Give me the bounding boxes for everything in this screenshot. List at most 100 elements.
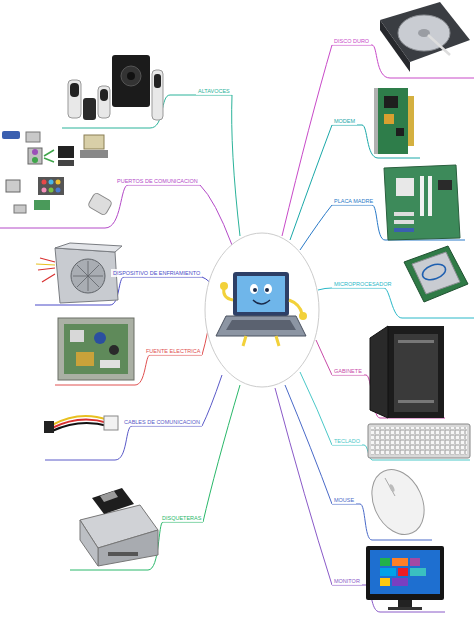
mouse-illustration (362, 461, 434, 543)
branch-lines-part (200, 185, 232, 245)
label-text: PUERTOS DE COMUNICACION (117, 178, 198, 184)
laptop-mascot (216, 272, 307, 346)
ports-illustration-part (34, 200, 50, 210)
keyboard-illustration-part (371, 427, 467, 455)
motherboard-illustration (384, 165, 460, 240)
ports-illustration-part (87, 192, 112, 216)
laptop-mascot-part (264, 284, 272, 294)
modem-card-illustration-part (374, 88, 378, 154)
branch-label: TECLADO (332, 437, 362, 445)
branch-lines-part (290, 125, 332, 240)
label-text: MOUSE (334, 497, 354, 503)
speakers-illustration-part (70, 83, 79, 97)
label-text: TECLADO (334, 438, 360, 444)
label-text: ALTAVOCES (198, 88, 230, 94)
speakers-illustration-part (83, 98, 96, 120)
speakers-illustration-part (154, 74, 161, 88)
branch-label: FUENTE ELECTRICA (144, 347, 202, 355)
floppy-drive-illustration-part (98, 530, 158, 566)
branch-lines-part (285, 385, 332, 504)
branch-label: DISQUETERAS (160, 514, 203, 522)
cabinet-illustration-part (370, 326, 388, 418)
speakers-illustration-part (98, 86, 110, 118)
laptop-mascot-part (216, 316, 306, 336)
monitor-illustration-part (392, 578, 408, 586)
motherboard-illustration-part (438, 180, 452, 190)
branch-lines-part (232, 95, 240, 236)
branch-lines-part (202, 375, 222, 426)
label-text: DISQUETERAS (162, 515, 201, 521)
motherboard-illustration-part (394, 220, 414, 224)
ports-illustration (2, 131, 113, 216)
ports-illustration-part (28, 148, 42, 164)
modem-card-illustration (374, 88, 414, 154)
label-text: MICROPROCESADOR (334, 281, 391, 287)
branch-label: DISCO DURO (332, 37, 371, 45)
power-supply-illustration-part (55, 243, 122, 252)
internal-power-supply-illustration-part (94, 332, 106, 344)
cabinet-illustration-part (394, 334, 438, 412)
mouse-illustration-part (385, 478, 395, 496)
label-text: GABINETE (334, 368, 362, 374)
speakers-illustration-part (127, 72, 135, 80)
branch-lines-part (300, 205, 332, 250)
cabinet-illustration (370, 326, 444, 418)
modem-card-illustration-part (384, 96, 398, 108)
monitor-illustration-part (388, 607, 422, 610)
ports-illustration-part (49, 188, 54, 193)
ports-illustration-part (6, 180, 20, 192)
floppy-drive-illustration-part (92, 488, 134, 514)
ports-illustration-part (26, 132, 40, 142)
monitor-illustration-part (370, 550, 440, 594)
branch-label: ALTAVOCES (196, 87, 232, 95)
processor-illustration-part (412, 252, 460, 294)
mouse-illustration-part (388, 484, 395, 493)
processor-illustration (404, 246, 468, 302)
internal-power-supply-illustration-part (100, 360, 120, 368)
cabinet-illustration-part (398, 400, 434, 403)
speakers-illustration-part (112, 55, 150, 107)
ports-illustration-part (58, 146, 74, 158)
branch-label: CABLES DE COMUNICACION (122, 418, 202, 426)
label-text: DISCO DURO (334, 38, 369, 44)
floppy-drive-illustration-part (80, 520, 98, 566)
cables-illustration-part (104, 416, 118, 430)
laptop-mascot-part (250, 284, 258, 294)
mouse-illustration-part (362, 461, 434, 543)
internal-power-supply-illustration (58, 318, 134, 380)
cables-illustration-part (52, 423, 108, 431)
cabinet-illustration-part (398, 340, 434, 343)
branch-lines-part (45, 426, 202, 460)
hard-disk-illustration-part (428, 35, 450, 55)
ports-illustration-part (58, 160, 74, 166)
cables-illustration (44, 416, 118, 433)
label-text: MONITOR (334, 578, 360, 584)
monitor-illustration-part (366, 546, 444, 600)
monitor-illustration-part (380, 578, 390, 586)
branch-lines-part (318, 288, 332, 290)
branch-label: PUERTOS DE COMUNICACION (115, 177, 200, 185)
branch-label: MICROPROCESADOR (332, 280, 393, 288)
floppy-drive-illustration (80, 488, 158, 566)
branch-lines-part (275, 388, 332, 585)
branch-label: MOUSE (332, 496, 356, 504)
modem-card-illustration-part (408, 96, 414, 146)
label-text: DISPOSITIVO DE ENFRIAMIENTO (113, 270, 200, 276)
ports-illustration-part (32, 149, 38, 155)
internal-power-supply-illustration-part (76, 352, 94, 366)
power-supply-illustration-part (55, 248, 118, 303)
ports-illustration-part (49, 180, 54, 185)
label-text: CABLES DE COMUNICACION (124, 419, 200, 425)
keyboard-illustration-part (368, 424, 470, 458)
label-text: FUENTE ELECTRICA (146, 348, 200, 354)
laptop-mascot-part (299, 312, 307, 320)
internal-power-supply-illustration-part (109, 345, 119, 355)
branch-label: GABINETE (332, 367, 364, 375)
branch-label: PLACA MADRE (332, 197, 375, 205)
motherboard-illustration-part (396, 178, 414, 196)
laptop-mascot-part (253, 300, 270, 304)
internal-power-supply-illustration-part (58, 318, 134, 380)
laptop-mascot-part (253, 288, 257, 292)
keyboard-illustration (368, 424, 470, 458)
